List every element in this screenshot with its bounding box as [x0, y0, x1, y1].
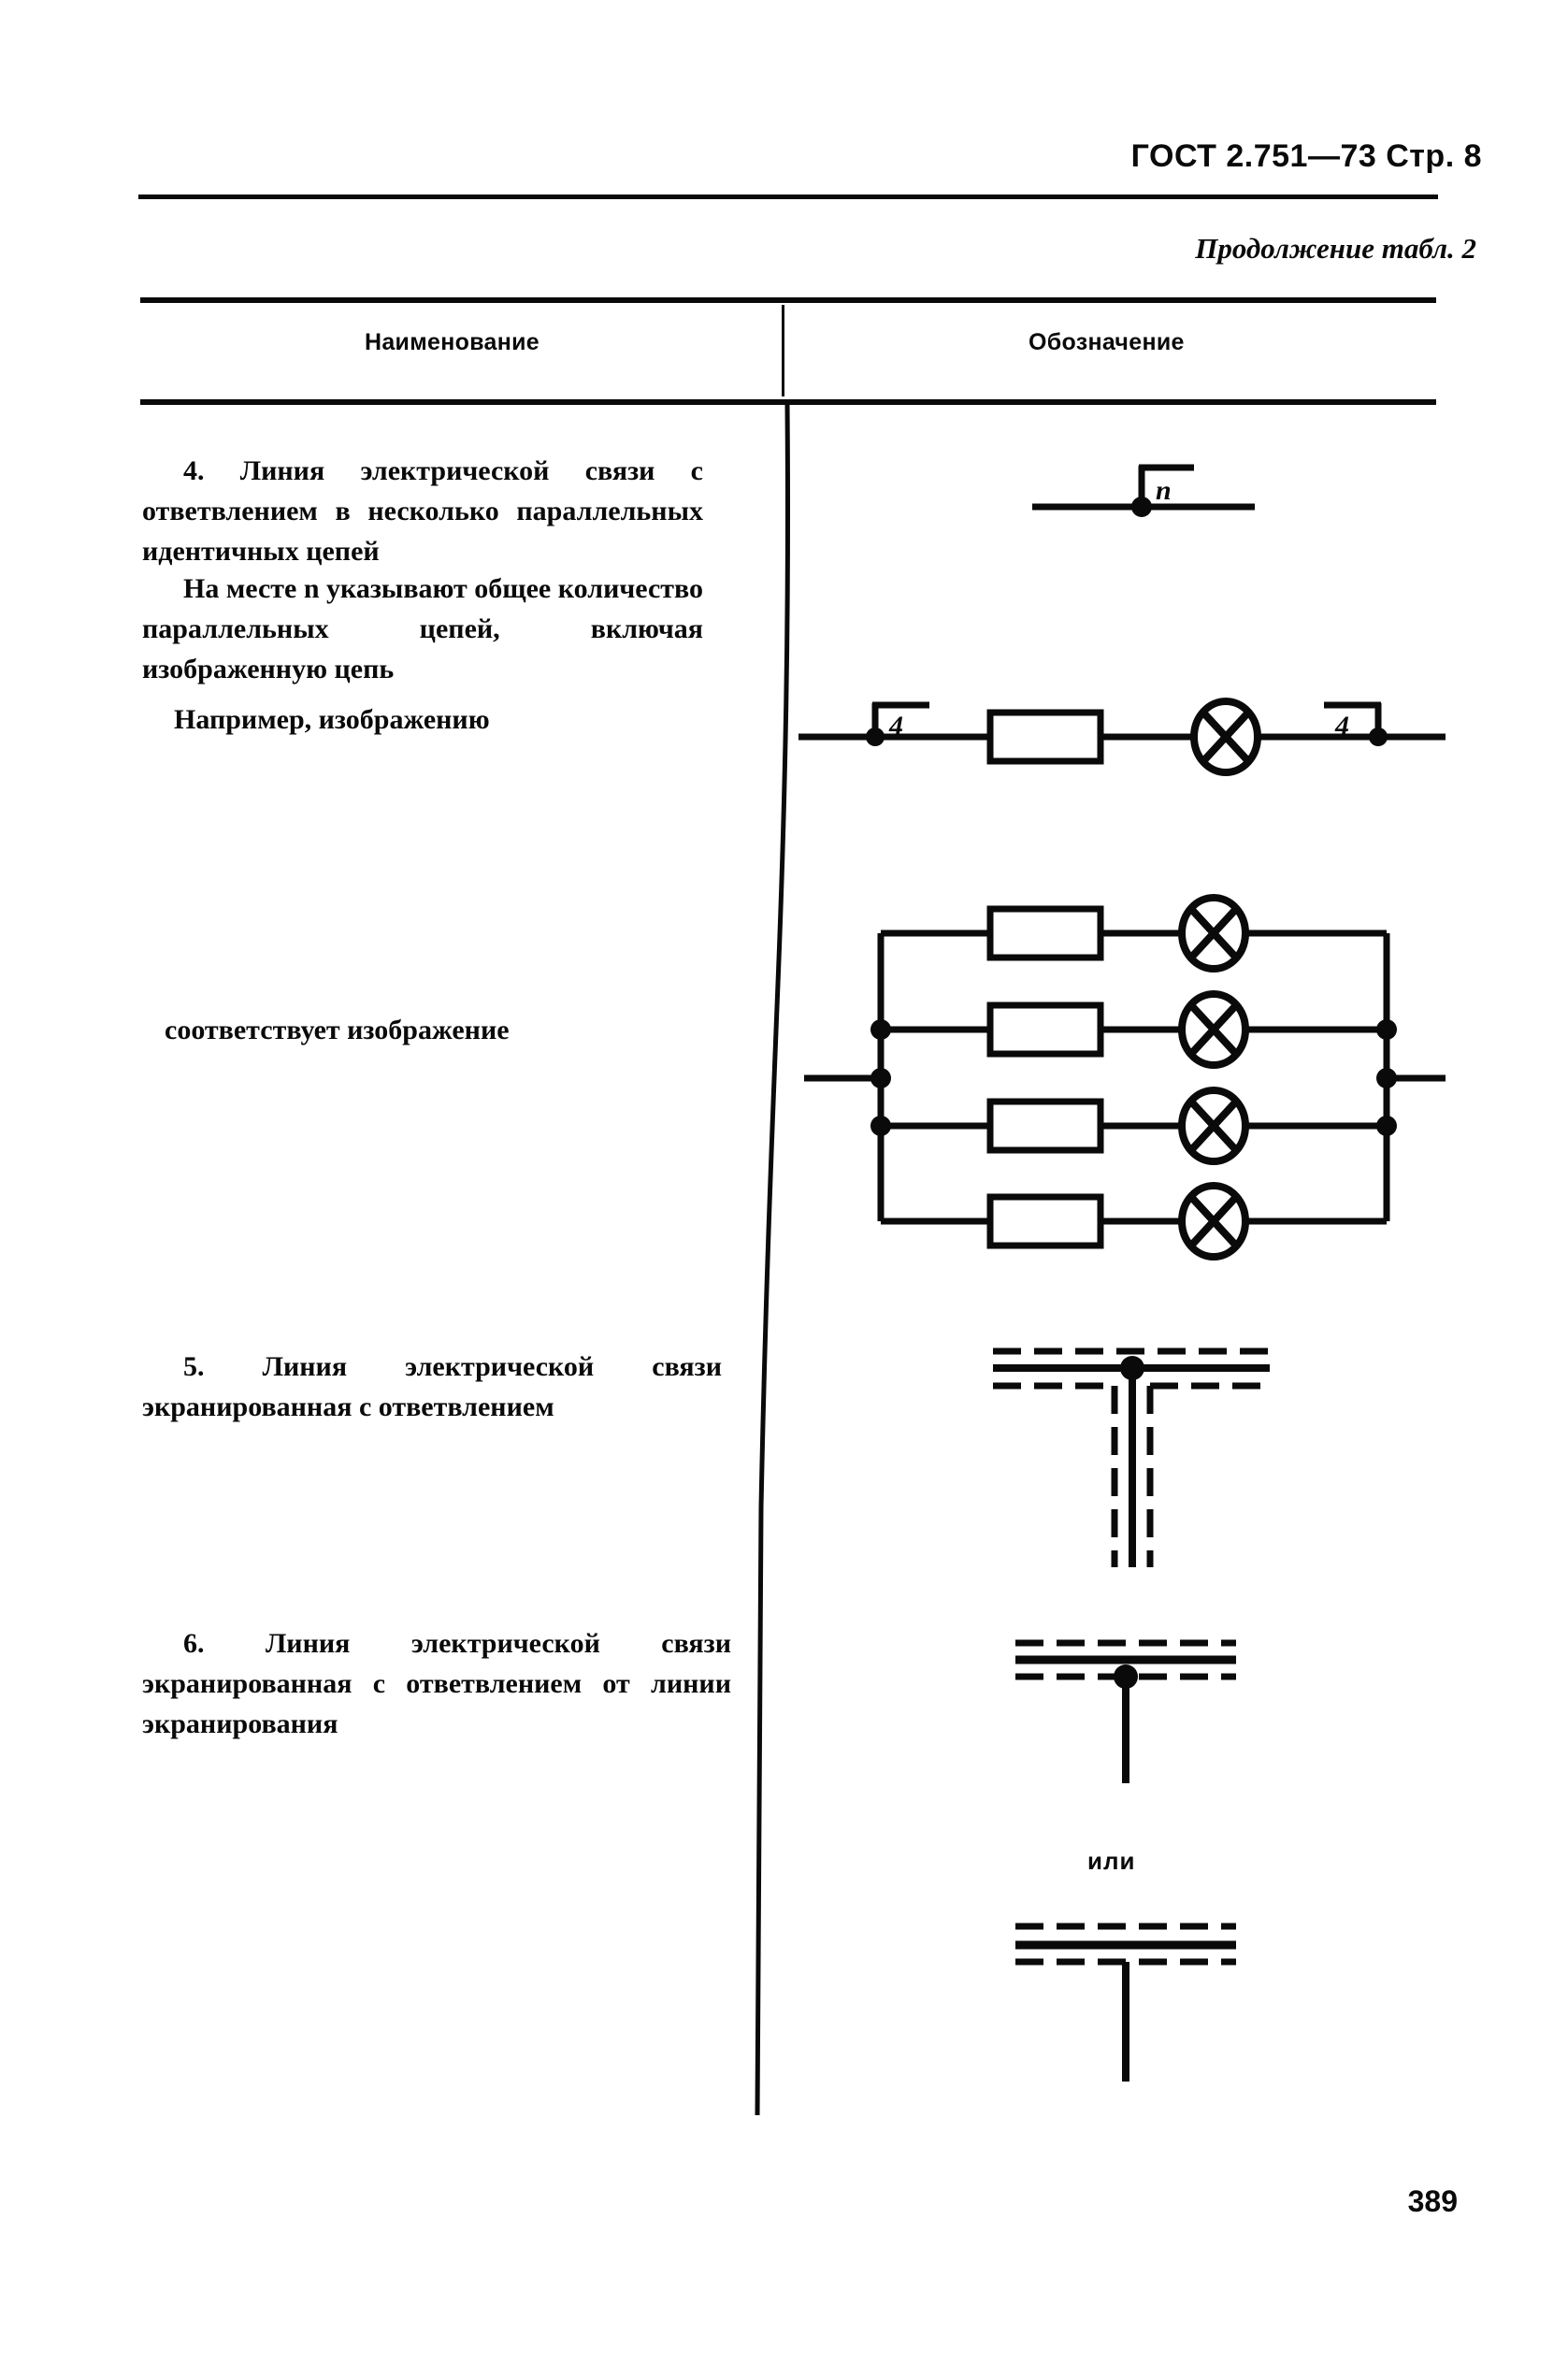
table-continuation-label: Продолжение табл. 2: [1195, 232, 1476, 265]
table-body-column-divider: [720, 401, 823, 2118]
column-header-name: Наименование: [365, 329, 540, 355]
item-4-corresponds-label: соответствует изображение: [165, 1015, 510, 1045]
table-header-bottom-rule: [140, 399, 1436, 405]
item-4-description-primary: 4. Линия электрической связи с ответвлен…: [142, 455, 703, 567]
document-standard-header: ГОСТ 2.751—73 Стр. 8: [1130, 138, 1482, 174]
table-top-rule: [140, 297, 1436, 303]
page-number: 389: [1407, 2184, 1458, 2218]
example-branch-marker-left: 4: [888, 711, 903, 742]
item-4-description-secondary: На месте n указывают общее количество па…: [142, 573, 703, 684]
item-6-description: 6. Линия электрической связи экранирован…: [142, 1628, 731, 1739]
figure-shield-branch-variant-1: [954, 1590, 1328, 1835]
column-header-symbol: Обозначение: [1029, 329, 1185, 355]
example-branch-marker-right: 4: [1334, 711, 1349, 742]
figure-parallel-circuits-expanded: [791, 877, 1451, 1274]
branch-count-marker-n: n: [1156, 475, 1172, 506]
table-header-column-divider: [782, 305, 784, 396]
item-5-description: 5. Линия электрической связи экранирован…: [142, 1351, 722, 1422]
header-rule: [138, 195, 1438, 199]
figure-shielded-line-with-branch: [954, 1307, 1328, 1571]
figure-branch-with-n-marker: n: [978, 432, 1446, 554]
item-6-alternative-label: или: [1087, 1847, 1136, 1875]
item-4-example-label: Например, изображению: [174, 704, 490, 735]
figure-example-single-chain: 4 4: [791, 664, 1451, 776]
figure-shield-branch-variant-2: [954, 1906, 1328, 2169]
